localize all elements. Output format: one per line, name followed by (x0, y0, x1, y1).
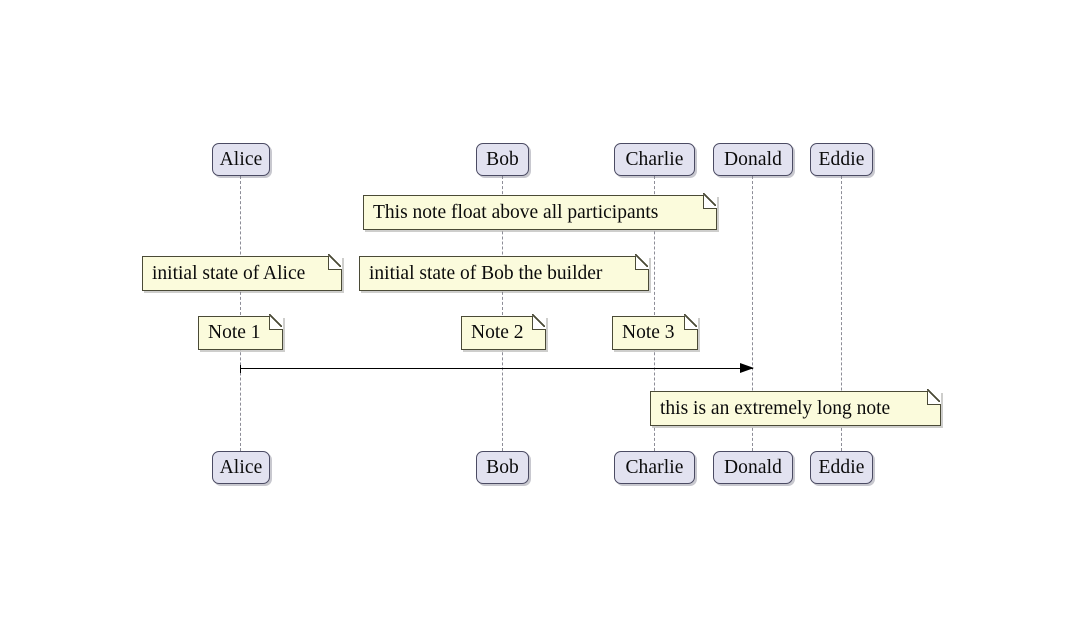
note-long[interactable]: this is an extremely long note (650, 389, 942, 426)
participant-foot-alice[interactable]: Alice (212, 451, 270, 484)
participant-foot-bob[interactable]: Bob (476, 451, 529, 484)
note-fold-corner-icon (268, 314, 284, 330)
participant-head-bob[interactable]: Bob (476, 143, 529, 176)
note-float-above-label: This note float above all participants (373, 201, 659, 223)
note-initial-bob[interactable]: initial state of Bob the builder (359, 254, 650, 291)
note-long-label: this is an extremely long note (660, 397, 891, 419)
message-tail-icon (240, 365, 241, 373)
participant-foot-donald[interactable]: Donald (713, 451, 793, 484)
lifeline-alice (240, 176, 242, 451)
note-1[interactable]: Note 1 (198, 314, 284, 350)
participant-head-charlie[interactable]: Charlie (614, 143, 695, 176)
note-fold-corner-icon (531, 314, 547, 330)
note-3[interactable]: Note 3 (612, 314, 699, 350)
lifeline-bob (502, 176, 504, 451)
participant-head-alice[interactable]: Alice (212, 143, 270, 176)
lifeline-charlie (654, 176, 656, 451)
message-alice-to-donald[interactable] (240, 363, 754, 374)
note-float-above[interactable]: This note float above all participants (363, 193, 718, 230)
participant-foot-charlie[interactable]: Charlie (614, 451, 695, 484)
note-fold-corner-icon (327, 254, 343, 270)
participant-head-donald[interactable]: Donald (713, 143, 793, 176)
participant-foot-eddie[interactable]: Eddie (810, 451, 873, 484)
note-2-label: Note 2 (471, 322, 524, 344)
note-fold-corner-icon (683, 314, 699, 330)
note-initial-alice[interactable]: initial state of Alice (142, 254, 343, 291)
note-3-label: Note 3 (622, 322, 675, 344)
note-initial-alice-label: initial state of Alice (152, 262, 306, 284)
note-fold-corner-icon (926, 389, 942, 405)
lifeline-eddie (841, 176, 843, 451)
note-fold-corner-icon (634, 254, 650, 270)
lifeline-donald (752, 176, 754, 451)
note-initial-bob-label: initial state of Bob the builder (369, 262, 603, 284)
participant-head-eddie[interactable]: Eddie (810, 143, 873, 176)
note-fold-corner-icon (702, 193, 718, 209)
arrowhead-icon (740, 363, 754, 374)
note-1-label: Note 1 (208, 322, 261, 344)
note-2[interactable]: Note 2 (461, 314, 547, 350)
